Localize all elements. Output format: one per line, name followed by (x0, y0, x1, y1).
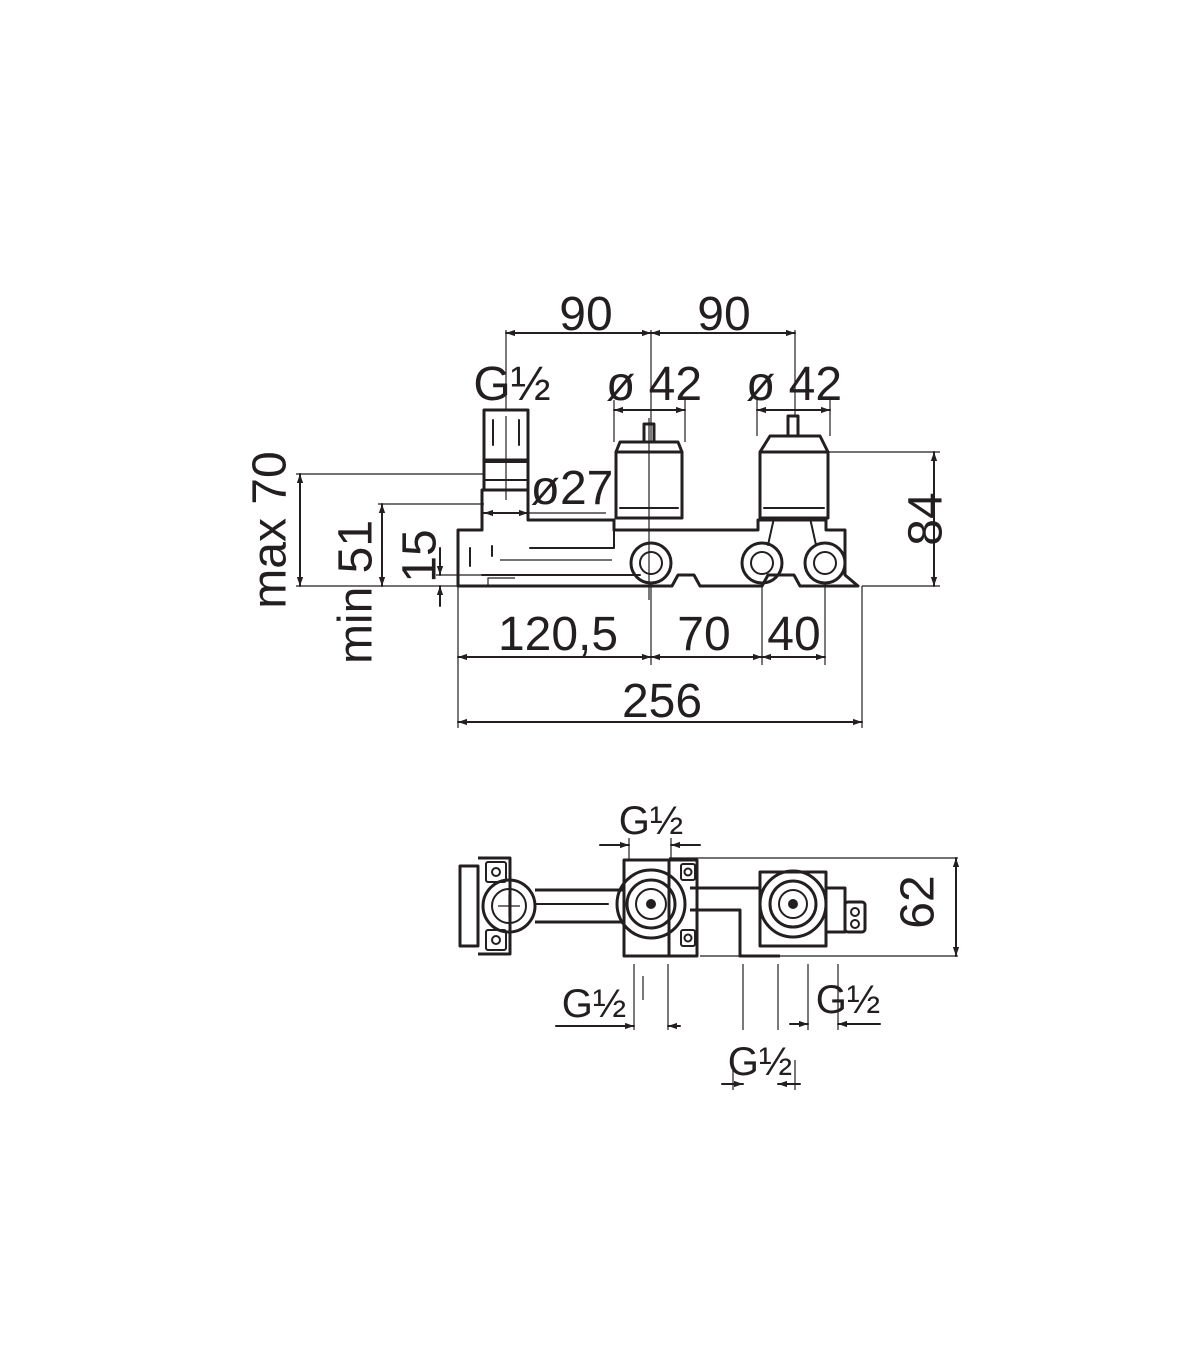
valve-ring-outer (615, 868, 687, 940)
connecting-bar (535, 888, 624, 924)
right-valve-housing (758, 869, 828, 948)
dimension-label-70: 70 (677, 608, 730, 661)
outlet-stem (482, 460, 530, 490)
dimension-label-90-left: 90 (559, 288, 612, 341)
valve-ring-outer (758, 869, 828, 939)
plan-extension-lines (628, 838, 958, 1090)
left-valve (614, 418, 684, 600)
outlet-ring (481, 878, 537, 934)
dimension-label-15: 15 (394, 529, 447, 582)
dimension-label-256: 256 (622, 675, 702, 728)
elevation-view: 90 90 G½ ø 42 ø 42 ø27 84 max 70 min 51 … (244, 288, 953, 728)
body-inner-line (469, 545, 493, 567)
right-mounting-bracket (843, 900, 867, 934)
dimension-label-84: 84 (900, 492, 953, 545)
dimension-label-min51: min 51 (330, 520, 383, 664)
thread-label-top: G½ (619, 799, 683, 843)
thread-label-bottom-left: G½ (562, 982, 626, 1026)
thread-label-top-left: G½ (473, 358, 550, 411)
left-mounting-bracket (458, 856, 537, 956)
diameter-label-right: ø 42 (746, 358, 842, 411)
valve-leg (767, 517, 817, 546)
thread-label-bottom-right: G½ (816, 978, 880, 1022)
inlet-connection-right (803, 541, 847, 585)
inlet-connection-middle (740, 541, 784, 585)
dimension-label-62: 62 (892, 875, 945, 928)
inlet-connection-left (629, 541, 673, 585)
right-valve (758, 414, 830, 546)
body-inner-line (487, 577, 515, 586)
thread-label-bottom-center: G½ (728, 1040, 792, 1084)
diameter-label-27: ø27 (531, 462, 614, 515)
dimension-label-40: 40 (767, 608, 820, 661)
dimension-label-max70: max 70 (244, 451, 297, 608)
valve-cap (758, 434, 830, 453)
connecting-bar (826, 886, 847, 934)
body-inner-line (529, 529, 615, 549)
valve-body-outline (456, 488, 860, 588)
diameter-label-left: ø 42 (606, 358, 702, 411)
plan-view: G½ 62 G½ G½ G½ (458, 799, 960, 1090)
extension-lines (296, 330, 940, 728)
outlet-dash (492, 419, 520, 446)
valve-body (758, 450, 830, 520)
left-valve-housing (615, 858, 699, 958)
left-outlet (482, 408, 530, 500)
valve-spindle (786, 414, 800, 438)
dimension-label-90-right: 90 (697, 288, 750, 341)
dimension-label-120-5: 120,5 (498, 608, 618, 661)
